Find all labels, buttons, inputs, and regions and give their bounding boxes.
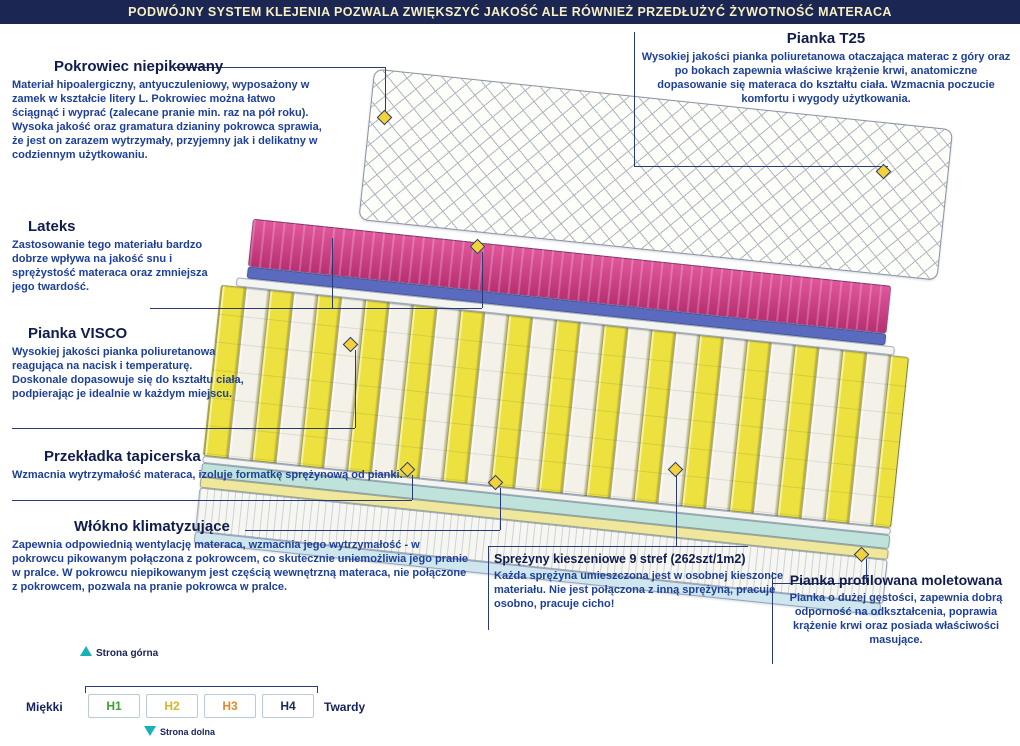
hardness-h3-box: H3 <box>204 694 256 718</box>
down-arrow-icon <box>144 726 156 736</box>
annotation-sprezyny: Sprężyny kieszeniowe 9 stref (262szt/1m2… <box>494 552 798 611</box>
up-arrow-icon <box>80 646 92 656</box>
connector-t25-h <box>634 166 888 167</box>
annotation-pokrowiec-body: Materiał hipoalergiczny, antyuczuleniowy… <box>12 79 322 162</box>
annotation-pokrowiec-title: Pokrowiec niepikowany <box>54 58 224 75</box>
annotation-sprezyny-body: Każda sprężyna umieszczona jest w osobne… <box>494 570 784 611</box>
annotation-lateks-body: Zastosowanie tego materiału bardzo dobrz… <box>12 239 208 294</box>
annotation-pianka-t25-title: Pianka T25 <box>786 30 866 47</box>
annotation-profilowana-body: Pianka o dużej gęstości, zapewnia dobrą … <box>789 592 1003 647</box>
connector-profilowana-box-v <box>772 572 773 664</box>
annotation-pokrowiec: Pokrowiec niepikowany Materiał hipoalerg… <box>12 58 324 162</box>
scale-hard-label: Twardy <box>324 700 366 714</box>
connector-profilowana-v <box>866 559 867 583</box>
banner-text: PODWÓJNY SYSTEM KLEJENIA POZWALA ZWIĘKSZ… <box>128 5 892 19</box>
connector-t25-box-v <box>634 32 635 166</box>
annotation-wlokno-title: Włókno klimatyzujące <box>74 518 230 535</box>
annotation-visco-title: Pianka VISCO <box>28 325 128 342</box>
annotation-visco-body: Wysokiej jakości pianka poliuretanowa re… <box>12 346 244 401</box>
annotation-lateks-title: Lateks <box>28 218 76 235</box>
annotation-przekladka: Przekładka tapicerska Wzmacnia wytrzymał… <box>12 448 404 482</box>
connector-lateks-h <box>150 308 482 309</box>
scale-bracket-h <box>85 686 318 687</box>
annotation-profilowana: Pianka profilowana moletowana Pianka o d… <box>778 572 1014 647</box>
connector-sprezyny-box-h <box>488 546 748 547</box>
annotation-profilowana-title: Pianka profilowana moletowana <box>789 572 1003 588</box>
annotation-wlokno: Włókno klimatyzujące Zapewnia odpowiedni… <box>12 518 474 594</box>
annotation-sprezyny-title: Sprężyny kieszeniowe 9 stref (262szt/1m2… <box>494 552 746 566</box>
annotation-wlokno-body: Zapewnia odpowiednią wentylację materaca… <box>12 539 468 594</box>
annotation-visco: Pianka VISCO Wysokiej jakości pianka pol… <box>12 325 244 401</box>
annotation-pianka-t25: Pianka T25 Wysokiej jakości pianka poliu… <box>640 30 1012 106</box>
hardness-h2-box: H2 <box>146 694 198 718</box>
connector-pokrowiec-h <box>175 67 385 68</box>
scale-bottom-label: Strona dolna <box>160 727 216 737</box>
connector-sprezyny-box-v <box>488 546 489 630</box>
hardness-h4-box: H4 <box>262 694 314 718</box>
connector-sprezyny-v <box>676 476 677 546</box>
hardness-h1-box: H1 <box>88 694 140 718</box>
connector-visco-h <box>12 428 355 429</box>
annotation-przekladka-body: Wzmacnia wytrzymałość materaca, izoluje … <box>12 469 403 481</box>
scale-bracket-tick-right <box>317 686 318 693</box>
scale-soft-label: Miękki <box>26 700 63 714</box>
connector-lateks-v <box>482 252 483 308</box>
connector-profilowana-h <box>772 583 866 584</box>
annotation-lateks: Lateks Zastosowanie tego materiału bardz… <box>12 218 230 294</box>
connector-pokrowiec-v <box>385 67 386 113</box>
connector-przekladka-v <box>412 475 413 500</box>
connector-lateks-box-v <box>332 238 333 308</box>
top-banner: PODWÓJNY SYSTEM KLEJENIA POZWALA ZWIĘKSZ… <box>0 0 1020 24</box>
annotation-przekladka-title: Przekładka tapicerska <box>44 448 201 465</box>
connector-wlokno-v <box>500 488 501 530</box>
connector-visco-v <box>355 350 356 428</box>
connector-przekladka-h <box>12 500 412 501</box>
annotation-pianka-t25-body: Wysokiej jakości pianka poliuretanowa ot… <box>641 51 1011 106</box>
scale-top-label: Strona górna <box>96 648 159 659</box>
scale-bracket-tick-left <box>85 686 86 693</box>
connector-wlokno-h <box>245 530 500 531</box>
